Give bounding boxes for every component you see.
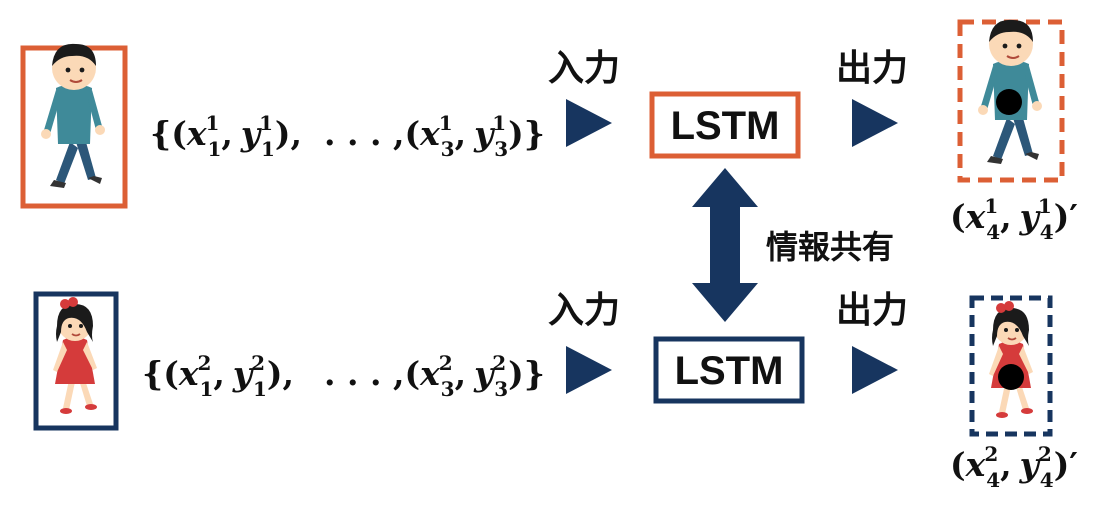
input-label-girl: 入力 bbox=[548, 290, 620, 331]
input-arrow-boy bbox=[566, 99, 612, 147]
info-share-label: 情報共有 bbox=[766, 228, 894, 266]
lstm-label-top: LSTM bbox=[671, 104, 780, 148]
predicted-position-dot-girl bbox=[998, 364, 1024, 390]
predicted-position-dot-boy bbox=[996, 89, 1022, 115]
output-arrow-girl bbox=[852, 346, 898, 394]
input-label-boy: 入力 bbox=[548, 48, 620, 89]
output-label-boy: 出力 bbox=[836, 48, 908, 89]
girl-walking-icon bbox=[989, 301, 1033, 418]
girl-walking-icon bbox=[53, 297, 97, 414]
output-arrow-boy bbox=[852, 99, 898, 147]
boy-walking-icon bbox=[41, 43, 105, 188]
output-frame-girl bbox=[969, 295, 1053, 437]
output-label-girl: 出力 bbox=[836, 290, 908, 331]
info-share-arrow bbox=[692, 168, 758, 322]
lstm-box-top bbox=[649, 91, 801, 159]
input-arrow-girl bbox=[566, 346, 612, 394]
lstm-label-bottom: LSTM bbox=[675, 349, 784, 393]
lstm-box-bottom bbox=[653, 336, 805, 404]
input-frame-girl bbox=[33, 291, 119, 431]
